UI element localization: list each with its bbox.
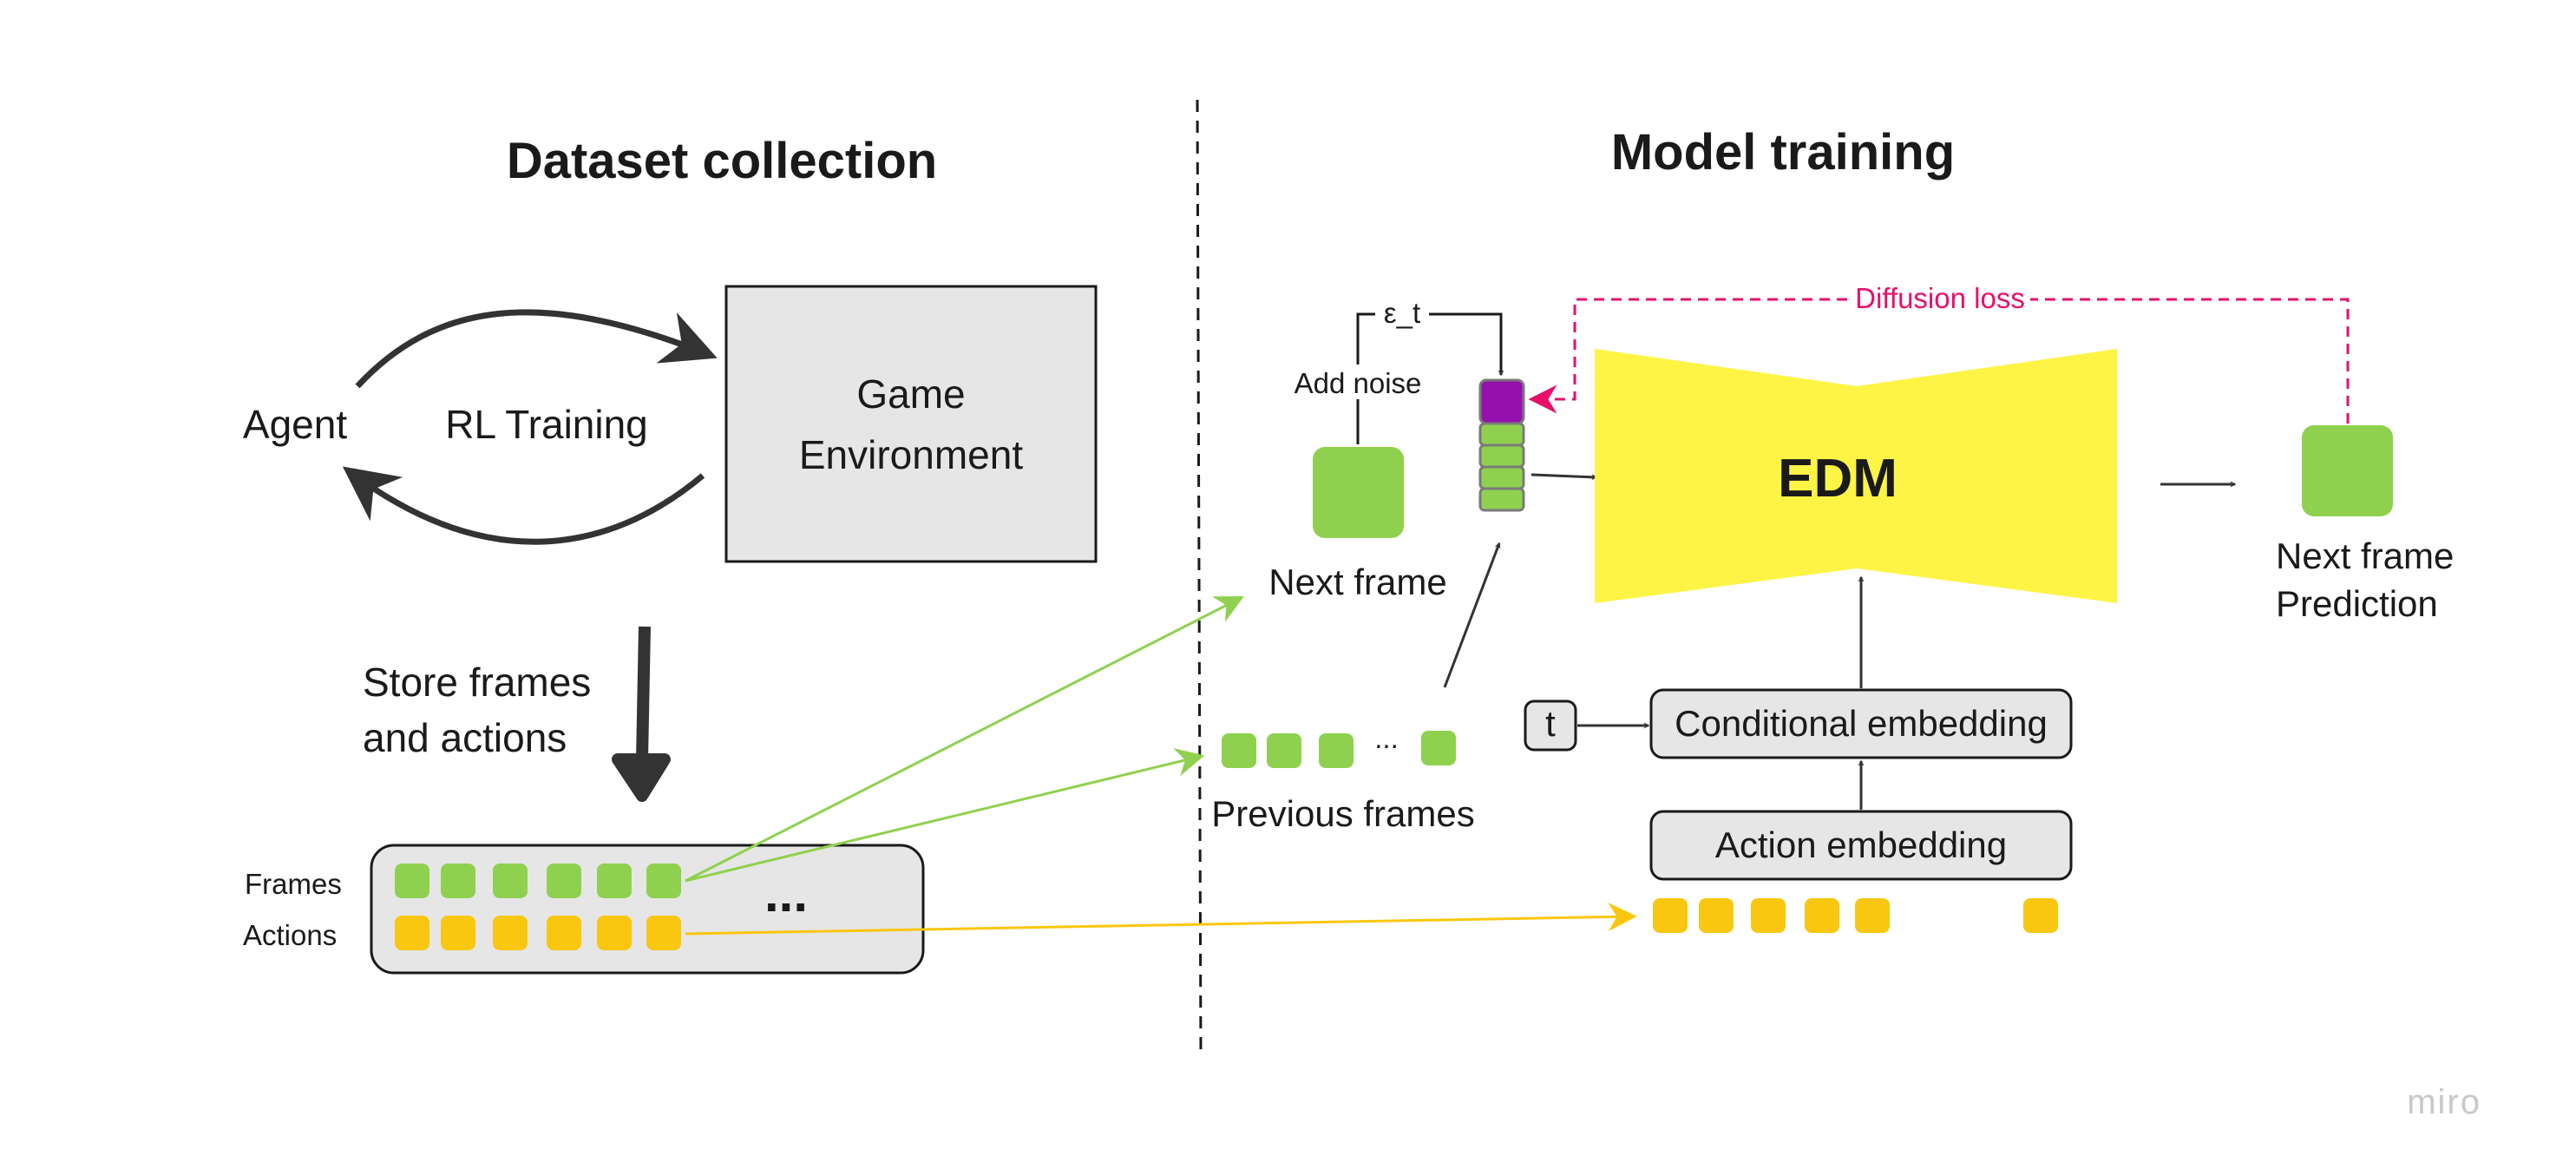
agent-to-env-arrow	[355, 309, 718, 389]
next-frame-square	[1313, 447, 1404, 538]
epsilon-label-bg	[1375, 297, 1429, 330]
buffer-to-previous-frames-arrow	[685, 748, 1205, 883]
diffusion-loss-label: Diffusion loss	[1855, 282, 2025, 314]
store-frames-label-line2: and actions	[363, 715, 567, 760]
frame-square	[597, 864, 632, 898]
action-square	[1699, 898, 1734, 933]
previous-frame-squares	[1222, 731, 1456, 768]
diffusion-loss-label-bg	[1848, 282, 2030, 317]
action-embedding-box	[1649, 810, 2073, 881]
noisy-frame	[1478, 378, 1525, 425]
action-square	[646, 916, 681, 950]
previous-to-stack-arrow	[1443, 542, 1501, 688]
store-frames-label-line1: Store frames	[363, 660, 591, 705]
game-environment-label-line2: Environment	[799, 432, 1023, 477]
action-square	[1653, 898, 1688, 933]
buffer-to-next-frame-arrow	[685, 596, 1244, 883]
game-environment-box	[724, 285, 1098, 563]
game-environment-label-line1: Game	[856, 371, 965, 417]
next-frame-label: Next frame	[1268, 562, 1446, 602]
diffusion-loss-path	[1528, 298, 2350, 424]
model-training-title: Model training	[1611, 124, 1955, 181]
stack-frame	[1478, 487, 1525, 512]
frame-square	[547, 864, 581, 898]
add-noise-label: Add noise	[1295, 367, 1422, 399]
stack-frame	[1478, 422, 1525, 447]
stack-to-edm-arrow	[1531, 473, 1598, 481]
conditional-embedding-box	[1649, 688, 2073, 759]
edm-label: EDM	[1778, 449, 1898, 509]
previous-frames-label: Previous frames	[1211, 793, 1474, 834]
frame-square	[395, 864, 429, 898]
prediction-label-line1: Next frame	[2276, 535, 2454, 576]
action-square	[2023, 898, 2058, 933]
previous-frame-square	[1319, 733, 1354, 768]
prediction-square	[2302, 425, 2393, 516]
section-divider	[1196, 99, 1203, 1055]
buffer-ellipsis: ...	[764, 864, 808, 923]
buffer-to-actions-arrow	[685, 902, 1637, 936]
prediction-label-line2: Prediction	[2276, 583, 2438, 624]
actions-label: Actions	[243, 919, 337, 951]
store-down-arrow	[612, 626, 671, 802]
previous-frame-square	[1421, 731, 1456, 765]
env-to-agent-arrow	[342, 466, 705, 545]
rl-training-label: RL Training	[445, 402, 648, 447]
action-square	[1855, 898, 1890, 933]
action-square	[547, 916, 581, 950]
action-square	[395, 916, 429, 950]
frames-label: Frames	[245, 868, 342, 900]
stack-frame	[1478, 443, 1525, 469]
add-noise-label-bg	[1293, 364, 1423, 399]
t-box	[1524, 699, 1577, 752]
action-square	[597, 916, 632, 950]
action-embedding-label: Action embedding	[1715, 824, 2007, 865]
noisy-frame-stack	[1478, 378, 1525, 512]
previous-frames-ellipsis: ...	[1374, 722, 1399, 754]
conditional-embedding-label: Conditional embedding	[1675, 703, 2048, 744]
edm-block	[1595, 349, 2117, 603]
previous-frame-square	[1267, 733, 1301, 768]
buffer-frame-squares	[395, 864, 681, 898]
epsilon-label: ε_t	[1384, 297, 1420, 329]
frame-square	[646, 864, 681, 898]
t-label: t	[1545, 703, 1556, 744]
action-squares	[1653, 898, 2058, 933]
previous-frame-square	[1222, 733, 1256, 768]
stack-frame	[1478, 465, 1525, 490]
dataset-collection-title: Dataset collection	[507, 133, 937, 189]
action-square	[441, 916, 475, 950]
miro-watermark: miro	[2407, 1083, 2481, 1121]
action-square	[1805, 898, 1839, 933]
frame-square	[441, 864, 475, 898]
frame-square	[493, 864, 528, 898]
buffer-action-squares	[395, 916, 681, 950]
action-square	[1751, 898, 1786, 933]
action-square	[493, 916, 528, 950]
agent-label: Agent	[243, 402, 347, 447]
